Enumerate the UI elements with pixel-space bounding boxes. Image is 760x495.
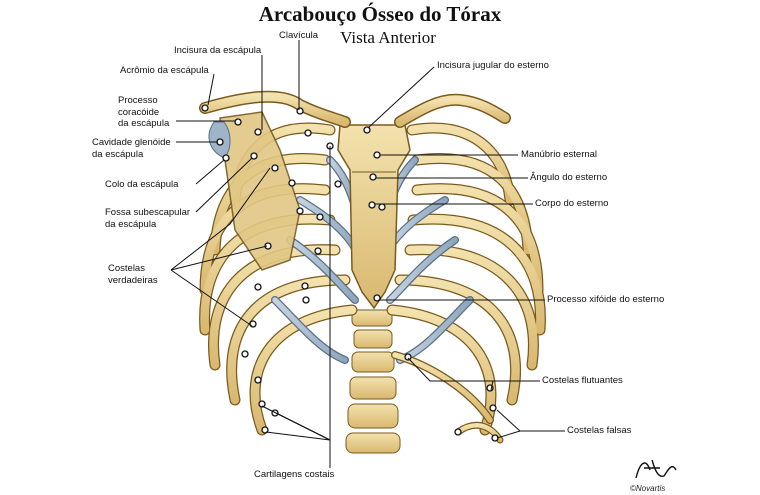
label-incisura-jugular: Incisura jugular do esterno: [437, 60, 549, 71]
label-clavicula: Clavícula: [279, 30, 319, 41]
label-corpo-esterno: Corpo do esterno: [535, 198, 609, 209]
label-processo-coracoide-line3: da escápula: [118, 118, 170, 129]
label-processo-coracoide: Processo coracóide da escápula: [118, 95, 169, 130]
label-cavidade-glenoide-line1: Cavidade glenóide: [92, 137, 171, 148]
label-colo-escapula: Colo da escápula: [105, 179, 179, 190]
vertebral-column: [345, 309, 401, 454]
label-angulo-esterno: Ângulo do esterno: [530, 172, 608, 183]
label-costelas-falsas: Costelas falsas: [567, 425, 632, 436]
label-costelas-verdadeiras-line2: verdadeiras: [108, 274, 158, 286]
copyright-mark: ©Novartis: [630, 484, 666, 493]
diagram-subtitle: Vista Anterior: [340, 28, 436, 47]
label-costelas-flutuantes: Costelas flutuantes: [542, 375, 623, 386]
label-acromio: Acrômio da escápula: [120, 65, 209, 76]
label-cavidade-glenoide: Cavidade glenóide da escápula: [92, 137, 171, 160]
label-processo-coracoide-line2: coracóide: [118, 106, 160, 118]
label-fossa-subescapular-line2: da escápula: [105, 218, 157, 230]
label-costelas-verdadeiras: Costelas verdadeiras: [108, 263, 158, 286]
label-manubrio: Manúbrio esternal: [521, 149, 598, 160]
clavicles: [199, 90, 511, 128]
netter-signature: [635, 459, 677, 479]
diagram-title: Arcabouço Ósseo do Tórax: [258, 2, 502, 26]
label-incisura-escapula: Incisura da escápula: [174, 45, 262, 56]
label-processo-xifoide: Processo xifóide do esterno: [547, 294, 665, 305]
label-fossa-subescapular-line1: Fossa subescapular: [105, 207, 191, 218]
leader-lines: [170, 40, 565, 468]
label-processo-coracoide-line1: Processo: [118, 95, 158, 106]
point-markers: [201, 104, 499, 442]
label-cartilagens-costais: Cartilagens costais: [254, 469, 335, 480]
label-fossa-subescapular: Fossa subescapular da escápula: [105, 207, 190, 230]
label-cavidade-glenoide-line2: da escápula: [92, 148, 144, 160]
label-costelas-verdadeiras-line1: Costelas: [108, 263, 145, 274]
